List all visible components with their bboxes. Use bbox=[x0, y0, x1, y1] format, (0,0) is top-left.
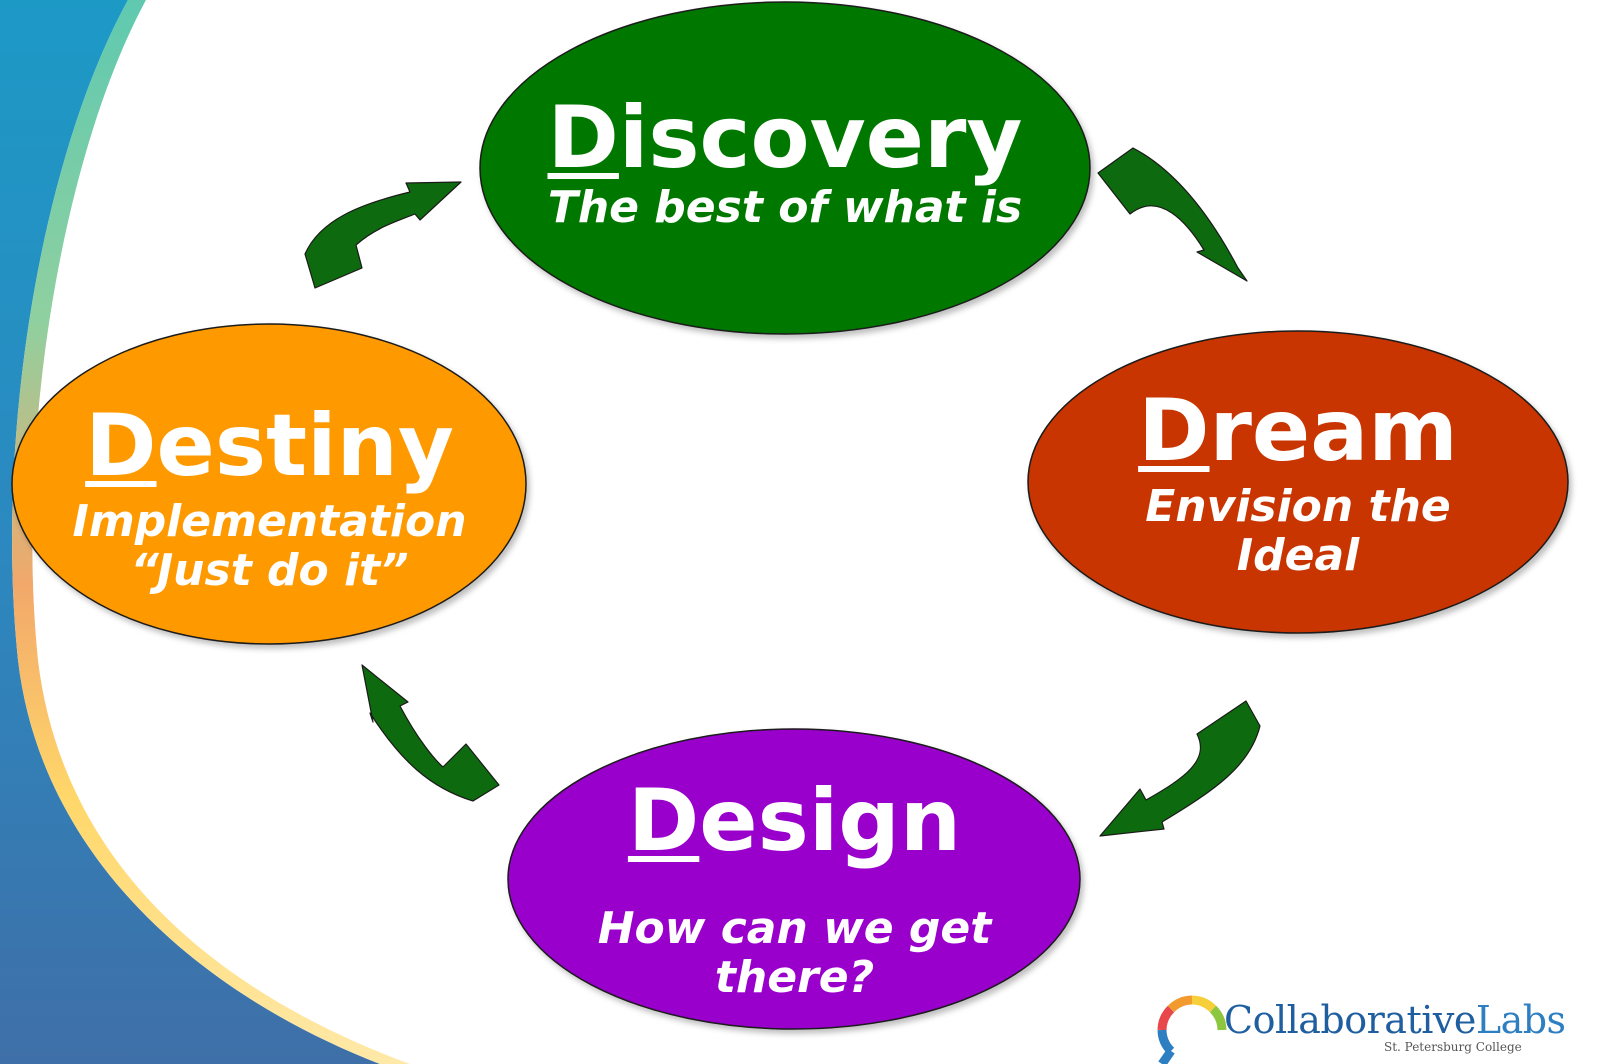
discovery-subtitle: The best of what is bbox=[547, 182, 1023, 233]
destiny-node bbox=[11, 323, 527, 645]
dream-title-rest: ream bbox=[1209, 381, 1458, 481]
dream-title: Dream bbox=[1028, 388, 1568, 474]
discovery-title-rest: iscovery bbox=[618, 88, 1023, 188]
discovery-title: Discovery bbox=[480, 95, 1090, 181]
destiny-label: Destiny Implementation “Just do it” bbox=[12, 403, 527, 596]
logo-subtitle: St. Petersburg College bbox=[1384, 1040, 1522, 1054]
logo-name-part1: Collaborative bbox=[1224, 998, 1476, 1042]
dream-label: Dream Envision the Ideal bbox=[1028, 388, 1568, 581]
dream-node bbox=[1027, 330, 1569, 634]
discovery-initial: D bbox=[547, 88, 619, 188]
discovery-node bbox=[479, 1, 1091, 335]
logo-name: CollaborativeLabs bbox=[1224, 998, 1566, 1042]
design-node bbox=[507, 728, 1081, 1030]
design-subtitle-line1: How can we get bbox=[597, 903, 992, 954]
arrow-discovery-to-dream bbox=[1097, 147, 1248, 282]
destiny-subtitle-line2: “Just do it” bbox=[130, 545, 409, 597]
dream-subtitle-line2: Ideal bbox=[1236, 530, 1360, 582]
destiny-title: Destiny bbox=[12, 403, 527, 489]
design-title-rest: esign bbox=[699, 771, 962, 871]
design-subtitle-line2: there? bbox=[714, 952, 875, 1004]
collaborative-labs-logo: CollaborativeLabs St. Petersburg College bbox=[1158, 988, 1578, 1064]
arrow-design-to-destiny bbox=[361, 664, 500, 802]
dream-subtitle-line1: Envision the bbox=[1145, 481, 1451, 532]
destiny-initial: D bbox=[85, 396, 157, 496]
background-swoosh bbox=[0, 0, 424, 1064]
design-title: Design bbox=[508, 778, 1081, 864]
design-label: Design How can we get there? bbox=[508, 778, 1081, 1003]
arrow-dream-to-design bbox=[1099, 700, 1261, 837]
destiny-title-rest: estiny bbox=[156, 396, 454, 496]
destiny-subtitle-line1: Implementation bbox=[72, 496, 467, 547]
speech-bubble-ring-icon bbox=[1157, 995, 1227, 1064]
design-initial: D bbox=[627, 771, 700, 871]
logo-name-part2: Labs bbox=[1475, 998, 1566, 1042]
discovery-label: Discovery The best of what is bbox=[480, 95, 1090, 232]
dream-initial: D bbox=[1138, 381, 1210, 481]
arrow-destiny-to-discovery bbox=[304, 181, 462, 289]
